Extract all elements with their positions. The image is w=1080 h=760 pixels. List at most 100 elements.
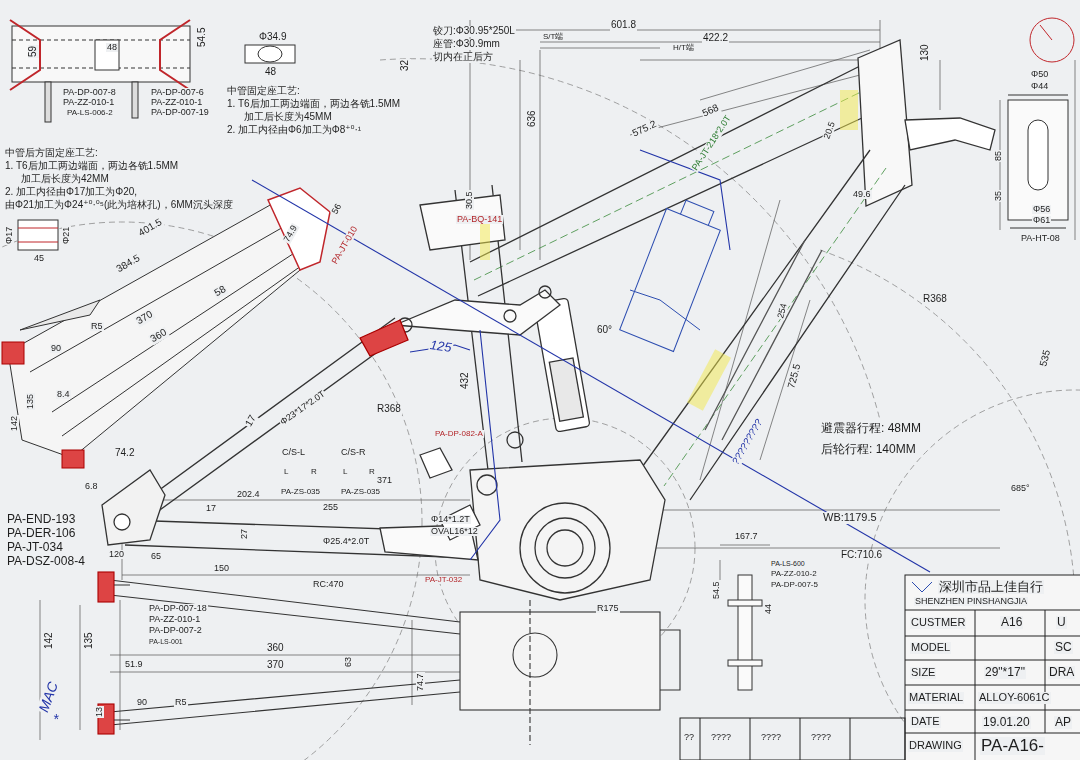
title-cell: 19.01.20	[982, 716, 1031, 729]
part-number: PA-DER-106	[6, 527, 76, 540]
frame-tube	[549, 358, 583, 421]
dimension: Φ14*1.2T	[430, 515, 471, 524]
water-bottle	[618, 208, 722, 351]
frame-tube	[395, 290, 560, 335]
process-note: 2. 加工内径由Φ17加工为Φ20,	[4, 187, 138, 198]
title-cell: ????	[710, 733, 732, 742]
title-cell: U	[1056, 616, 1067, 629]
dimension: 135	[26, 393, 35, 410]
frame-tube	[114, 514, 130, 530]
dimension: 59	[28, 45, 39, 58]
process-note: 座管:Φ30.9mm	[432, 39, 501, 50]
part-number: PA-JT-010	[330, 224, 360, 267]
dimension: Φ61	[1032, 216, 1051, 225]
dimension: 636	[527, 109, 538, 128]
part-number: PA-ZZ-010-1	[62, 98, 115, 107]
part-number: PA-JT-218*2.0T	[690, 113, 734, 173]
handwritten-line	[252, 150, 930, 572]
dimension: 535	[1038, 348, 1053, 369]
section-view	[1008, 100, 1068, 220]
title-block	[700, 718, 850, 760]
dimension-line	[940, 60, 941, 110]
handwritten-note: 125	[428, 338, 453, 355]
title-cell: AP	[1054, 716, 1072, 729]
section-view	[1030, 18, 1074, 62]
dimension: 150	[213, 564, 230, 573]
dimension: 45	[33, 254, 45, 263]
dimension: 6.8	[84, 482, 99, 491]
dimension: 254	[776, 302, 790, 321]
title-cell: ALLOY-6061C	[978, 692, 1051, 704]
dimension: 63	[344, 656, 353, 668]
process-note: 后轮行程: 140MM	[820, 443, 917, 456]
process-note: 中管后方固定座工艺:	[4, 148, 99, 159]
section-view	[738, 575, 752, 690]
handwritten-note: ?????????	[730, 417, 765, 467]
dimension: 135	[84, 631, 95, 650]
dimension: R175	[596, 604, 620, 613]
section-view	[1028, 120, 1048, 190]
dimension: 167.7	[734, 532, 759, 541]
dimension: 56	[330, 202, 344, 217]
part-number: PA-LS-006-2	[66, 109, 114, 117]
dimension: 142	[10, 415, 19, 432]
section-view	[1008, 95, 1068, 228]
dimension: WB:1179.5	[822, 512, 878, 524]
dimension-line	[1000, 60, 1075, 240]
dimension: 74.7	[416, 672, 425, 692]
handwritten-line	[640, 150, 730, 250]
dimension: 360	[266, 643, 285, 654]
dimension: Φ25.4*2.0T	[322, 537, 370, 546]
water-bottle	[680, 200, 713, 225]
title-cell: SC	[1054, 641, 1073, 654]
dimension: 54.5	[197, 27, 208, 48]
title-cell: DATE	[910, 716, 941, 728]
top-view	[110, 680, 460, 725]
section-view	[728, 600, 762, 606]
dimension: R368	[922, 294, 948, 305]
dimension: Φ44	[1030, 82, 1049, 91]
dimension: 30.5	[465, 190, 474, 210]
water-bottle	[618, 200, 722, 351]
frame-tube	[905, 118, 995, 150]
top-view	[98, 572, 114, 602]
frame-tube	[474, 90, 865, 280]
title-block	[905, 575, 1080, 760]
dimension: 74.9	[282, 223, 300, 245]
process-note: L	[283, 468, 289, 476]
seatstay-detail	[2, 188, 330, 468]
dimension: 685°	[1010, 484, 1031, 493]
frame-tube	[102, 40, 995, 600]
frame-tube	[547, 530, 583, 566]
dimension: 371	[376, 476, 393, 485]
frame-tube	[420, 195, 505, 250]
section-view	[728, 18, 1074, 690]
dimension: 360	[148, 327, 169, 345]
frame-tube	[102, 470, 165, 545]
part-number: PA-ZZ-010-1	[150, 98, 203, 107]
frame-tube	[535, 518, 595, 578]
dimension-line	[40, 600, 120, 740]
title-cell: 29"*17"	[984, 666, 1026, 679]
dimension-line	[640, 60, 860, 61]
part-number: PA-DP-007-5	[770, 581, 819, 589]
highlight	[480, 90, 858, 411]
top-view	[529, 600, 530, 745]
frame-tube	[664, 168, 886, 486]
title-cell: A16	[1000, 616, 1023, 629]
seatstay-detail	[20, 300, 100, 330]
dimension-line	[700, 200, 810, 480]
dimension: 44	[764, 603, 773, 615]
dimension: Φ23*17*2.0T	[278, 389, 328, 428]
dimension: FC:710.6	[840, 550, 883, 561]
dimension: 130	[920, 43, 931, 62]
highlight	[687, 349, 731, 410]
water-bottle	[630, 290, 700, 330]
title-cell: SHENZHEN PINSHANGJIA	[914, 597, 1028, 606]
title-block	[912, 582, 932, 592]
part-detail	[258, 46, 282, 62]
seatstay-detail	[8, 204, 322, 458]
